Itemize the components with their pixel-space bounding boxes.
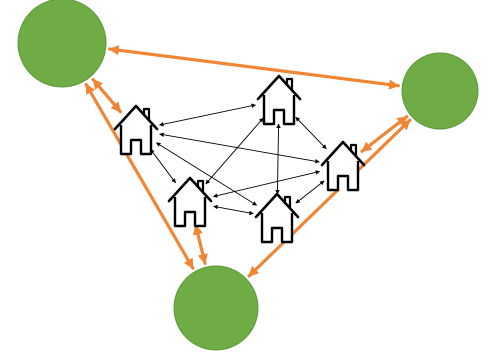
link-hub-bottom-house-bottom-left (192, 223, 208, 265)
house-connections (150, 103, 327, 216)
house-top-house-icon (256, 74, 302, 126)
hubs (17, 0, 479, 351)
houses (113, 74, 366, 244)
hub-bottom (173, 265, 259, 351)
link-house-top-house-bottom-right (275, 123, 281, 195)
link-house-left-house-right (159, 132, 320, 164)
hub-right (401, 52, 479, 130)
link-house-right-house-bottom-right (295, 180, 325, 204)
house-left-house-icon (113, 104, 159, 156)
link-house-top-house-right (295, 116, 327, 150)
link-hub-top-left-hub-bottom (84, 82, 195, 270)
house-bottom-left-house-icon (167, 176, 213, 228)
link-house-left-house-bottom-left (150, 148, 176, 184)
link-house-right-house-bottom-left (212, 170, 321, 198)
link-house-left-house-top (159, 103, 256, 127)
link-house-bottom-left-house-bottom-right (213, 204, 254, 216)
house-right-house-icon (320, 140, 366, 192)
hub-connections (84, 45, 412, 278)
hub-top-left (17, 0, 107, 88)
link-hub-top-left-house-left (91, 77, 123, 114)
link-hub-right-house-right (360, 115, 409, 153)
link-hub-top-left-hub-right (108, 45, 400, 90)
house-bottom-right-house-icon (254, 192, 300, 244)
